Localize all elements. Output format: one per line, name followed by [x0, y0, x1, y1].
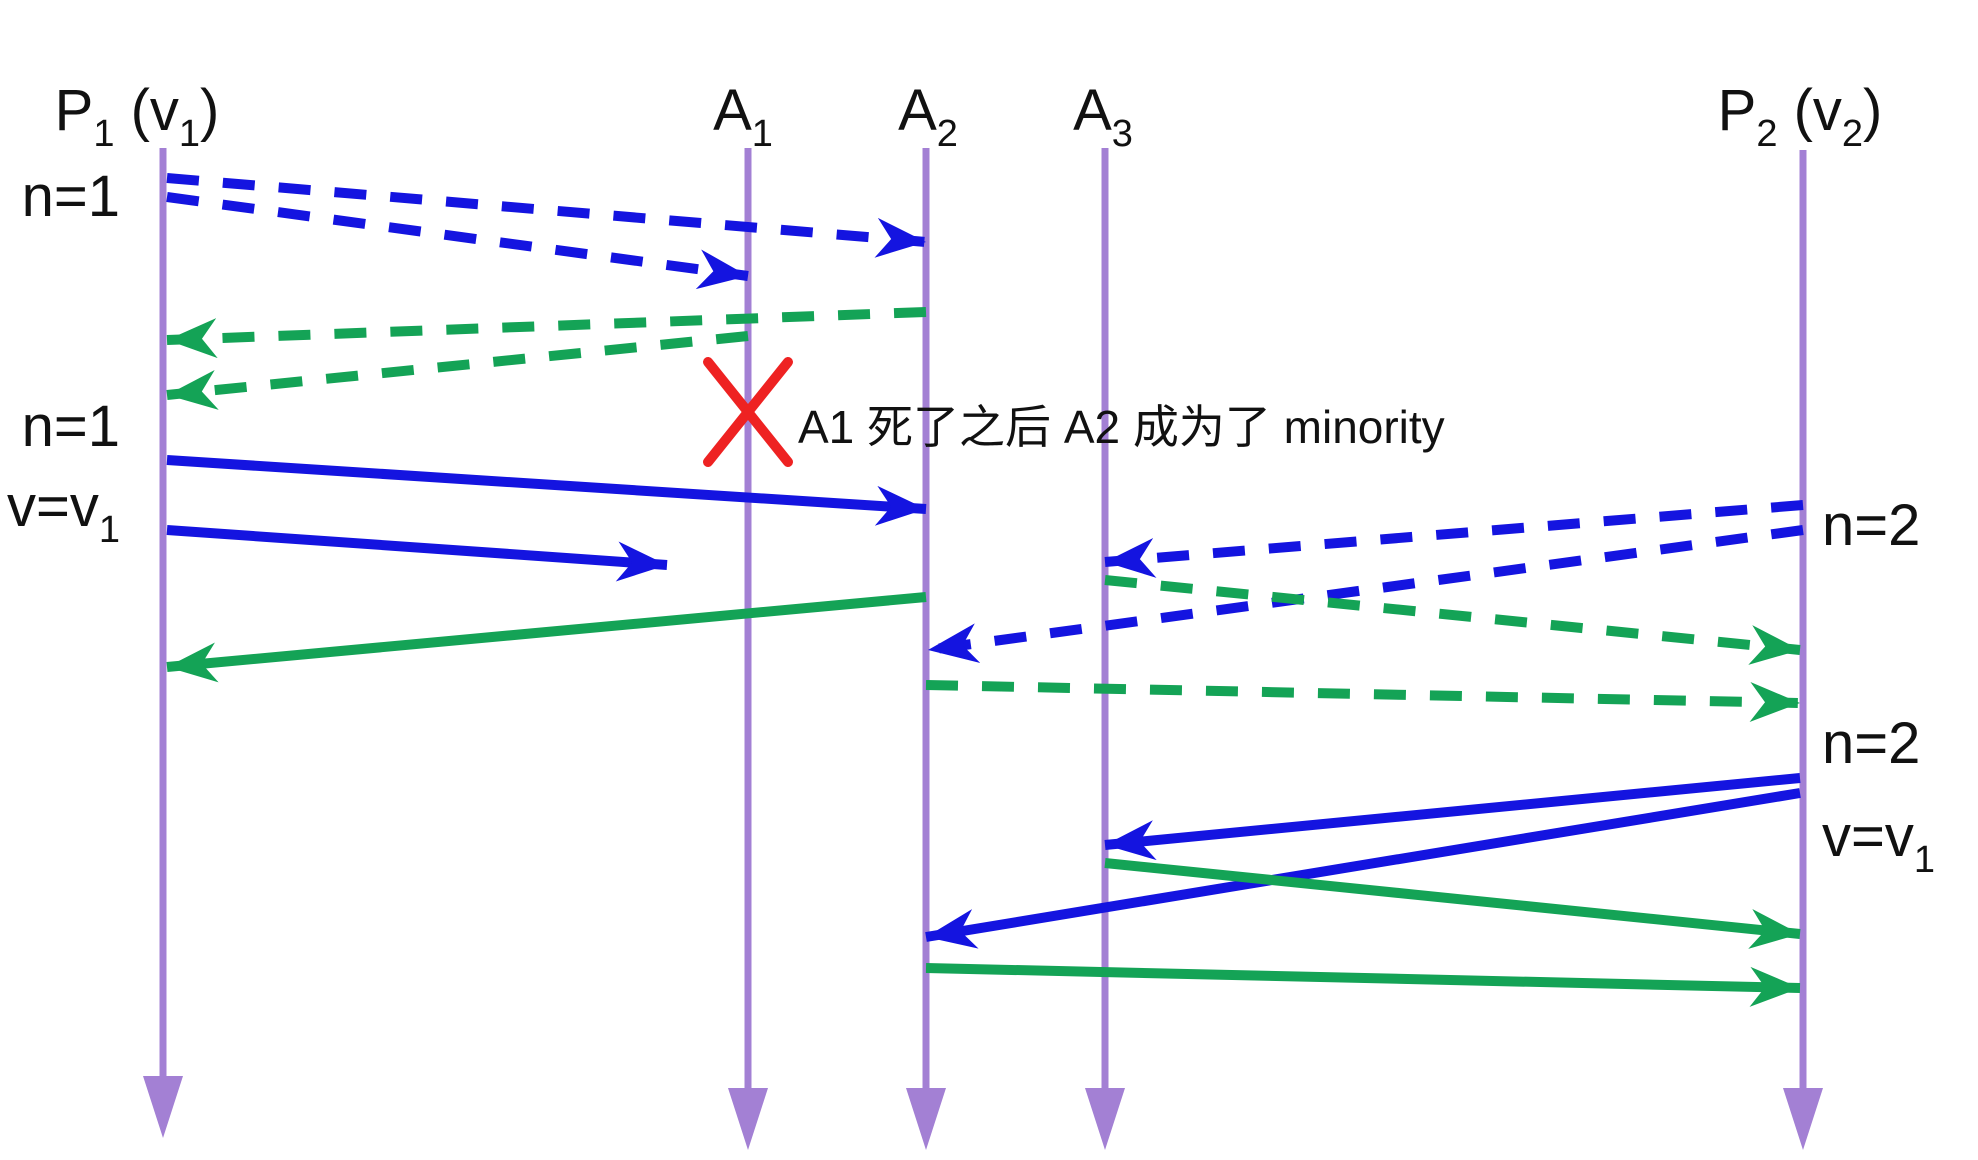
lifeline-acceptor-1-label: A1	[713, 78, 773, 155]
lifeline-acceptor-3-label-segment: A	[1073, 78, 1112, 143]
message-accept-n2v1-p2-to-a3	[1104, 773, 1801, 861]
lifeline-proposer-2-label-segment: 2	[1842, 113, 1863, 155]
message-accepted-n2-a2-to-p2	[925, 963, 1801, 1007]
lifeline-proposer-1-down-arrow-icon	[143, 1076, 183, 1138]
message-promise-n1-a1-to-p1	[166, 331, 749, 410]
label-p1-prepare-round: n=1	[22, 164, 120, 229]
message-prepare-n2-p2-to-a2	[927, 525, 1804, 664]
label-p1-prepare-round-segment: n=1	[22, 164, 120, 229]
message-accepted-n2-a3-to-p2	[1104, 858, 1801, 949]
x-stroke-2	[703, 357, 793, 467]
lifeline-proposer-1: P1 (v1)	[55, 78, 220, 1138]
label-p2-prepare-round: n=2	[1822, 493, 1920, 558]
label-p2-accept-value-segment: v=v	[1822, 804, 1914, 869]
label-p2-accept-round-segment: n=2	[1822, 711, 1920, 776]
lifeline-acceptor-1-label-segment: A	[713, 78, 752, 143]
lifeline-acceptor-1-down-arrow-icon	[728, 1088, 768, 1150]
lifeline-acceptor-1: A1	[713, 78, 773, 1150]
lifeline-proposer-1-label: P1 (v1)	[55, 78, 220, 155]
label-p1-accept-value-segment: 1	[99, 509, 120, 551]
label-p2-accept-value-segment: 1	[1914, 839, 1935, 881]
lifeline-proposer-2-label-segment: 2	[1756, 113, 1777, 155]
lifeline-proposer-1-label-segment: 1	[179, 113, 200, 155]
lifeline-proposer-2: P2 (v2)	[1718, 78, 1883, 1150]
lifeline-acceptor-1-label-segment: 1	[752, 113, 773, 155]
acceptor-1-crash-x-icon	[703, 357, 793, 467]
message-promise-n2-a2-to-p2	[925, 680, 1801, 722]
lifeline-proposer-1-label-segment: P	[55, 78, 94, 143]
lifeline-proposer-1-label-segment: 1	[93, 113, 114, 155]
lifeline-acceptor-2-down-arrow-icon	[906, 1088, 946, 1150]
label-p2-accept-round: n=2	[1822, 711, 1920, 776]
message-prepare-n1-p1-to-a2	[166, 173, 927, 258]
lifeline-acceptor-3-label-segment: 3	[1112, 113, 1133, 155]
label-p1-accept-value: v=v1	[7, 474, 120, 551]
message-accept-n1v1-p1-to-a1-lost	[166, 525, 668, 582]
message-prepare-n1-p1-to-a1	[166, 192, 749, 290]
label-p2-accept-value: v=v1	[1822, 804, 1935, 881]
lifeline-acceptor-3-down-arrow-icon	[1085, 1088, 1125, 1150]
lifeline-acceptor-3-label: A3	[1073, 78, 1133, 155]
message-accepted-n1-a2-to-p1	[166, 592, 927, 683]
message-promise-n2-a3-to-p2	[1104, 575, 1801, 665]
lifeline-acceptor-3: A3	[1073, 78, 1133, 1150]
message-prepare-n2-p2-to-a3	[1104, 500, 1804, 578]
message-promise-n1-a2-to-p1	[166, 307, 927, 359]
label-p1-accept-value-segment: v=v	[7, 474, 99, 539]
lifeline-proposer-2-down-arrow-icon	[1783, 1088, 1823, 1150]
lifeline-proposer-2-label-segment: P	[1718, 78, 1757, 143]
label-p1-accept-round-segment: n=1	[22, 394, 120, 459]
lifeline-acceptor-2-label: A2	[898, 78, 958, 155]
lifeline-proposer-2-label-segment: )	[1863, 78, 1882, 143]
lifeline-acceptor-2-label-segment: A	[898, 78, 937, 143]
crash-annotation-text: A1 死了之后 A2 成为了 minority	[798, 401, 1445, 453]
message-accept-n2v1-p2-to-a2	[925, 788, 1801, 949]
failure-layer: A1 死了之后 A2 成为了 minority	[703, 357, 1445, 467]
messages-layer	[166, 173, 1804, 1007]
lifeline-proposer-1-label-segment: )	[200, 78, 219, 143]
label-p1-accept-round: n=1	[22, 394, 120, 459]
lifeline-proposer-2-label: P2 (v2)	[1718, 78, 1883, 155]
lifeline-proposer-1-label-segment: (v	[114, 78, 178, 143]
label-p2-prepare-round-segment: n=2	[1822, 493, 1920, 558]
lifeline-proposer-2-label-segment: (v	[1777, 78, 1841, 143]
message-accept-n1v1-p1-to-a2	[166, 455, 927, 526]
lifeline-acceptor-2-label-segment: 2	[937, 113, 958, 155]
